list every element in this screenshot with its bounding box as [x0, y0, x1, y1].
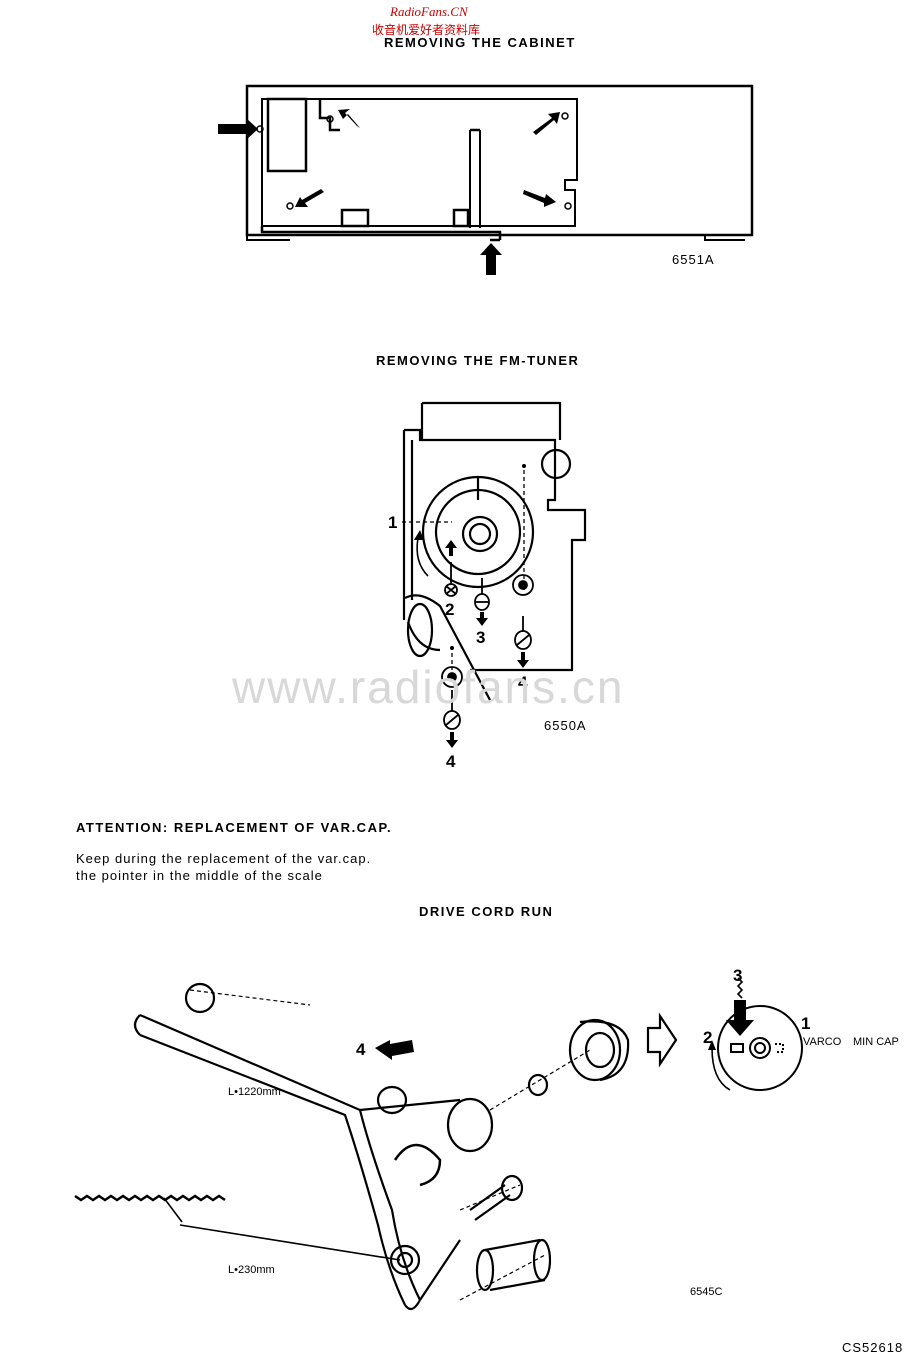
attention-line-1: Keep during the replacement of the var.c… — [76, 851, 372, 866]
site-chinese-header: 收音机爱好者资料库 — [372, 23, 481, 37]
attention-line-2: the pointer in the middle of the scale — [76, 868, 323, 883]
attention-title: ATTENTION: REPLACEMENT OF VAR.CAP. — [76, 820, 393, 835]
tuner-callout-4b: 4 — [446, 752, 456, 771]
tuner-figure-code: 6550A — [544, 718, 587, 733]
drive-step-4: 4 — [356, 1040, 366, 1059]
tuner-callout-1: 1 — [388, 513, 398, 532]
detail-callout-1: 1 — [801, 1014, 811, 1033]
site-watermark-header: RadioFans.CN — [390, 4, 468, 19]
cabinet-section-title: REMOVING THE CABINET — [384, 35, 576, 50]
tuner-callout-3: 3 — [476, 628, 486, 647]
tuner-callout-4a: 4 — [518, 673, 528, 692]
document-code: CS52618 — [842, 1340, 904, 1355]
detail-callout-3: 3 — [733, 966, 743, 985]
tuner-callout-2: 2 — [445, 600, 455, 619]
drive-cord-section-title: DRIVE CORD RUN — [419, 904, 554, 919]
cabinet-figure-code: 6551A — [672, 252, 715, 267]
drive-figure-code: 6545C — [690, 1286, 723, 1298]
varco-label: VARCO — [803, 1036, 842, 1048]
min-cap-label: MIN CAP — [853, 1036, 899, 1048]
background-watermark: www.radiofans.cn — [232, 661, 625, 713]
cord-length-long: L•1220mm — [228, 1086, 281, 1098]
tuner-section-title: REMOVING THE FM-TUNER — [376, 353, 580, 368]
cord-length-short: L•230mm — [228, 1264, 275, 1276]
detail-callout-2: 2 — [703, 1028, 713, 1047]
